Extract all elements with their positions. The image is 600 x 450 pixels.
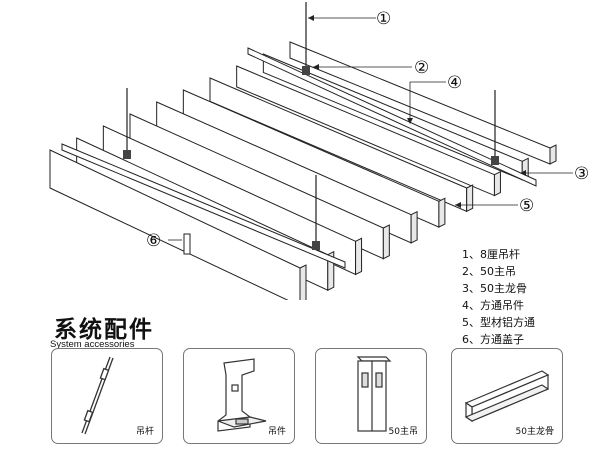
main-keel-lower — [61, 143, 346, 269]
main-hanger — [302, 66, 310, 75]
square-tube-end — [410, 210, 418, 244]
main-hanger — [312, 241, 320, 250]
main-keel-illustration — [464, 370, 550, 423]
accessory-label: 50主龙骨 — [515, 427, 554, 437]
main-keel — [61, 47, 537, 269]
accessories-title: 系统配件 — [54, 317, 154, 343]
callout-5: ⑤ — [519, 196, 534, 216]
square-tube-end — [382, 224, 390, 260]
callout-3: ③ — [574, 164, 589, 184]
callout-6: ⑥ — [146, 231, 161, 251]
legend-item-1: 1、8厘吊杆 — [462, 248, 520, 261]
accessory-label: 吊杆 — [135, 427, 154, 437]
hangers — [123, 66, 499, 250]
square-tube-end — [299, 264, 307, 300]
accessory-card-main-hanger: 50主吊 — [315, 348, 427, 444]
square-tube — [49, 149, 301, 300]
main-hanger — [491, 156, 499, 165]
tube-cap — [183, 233, 191, 255]
square-tube-end — [438, 197, 446, 228]
legend-item-2: 2、50主吊 — [462, 265, 516, 278]
hanger-clip-illustration — [217, 358, 267, 432]
accessories-subtitle: System accessories — [50, 339, 135, 350]
accessory-card-hanger: 吊件 — [183, 348, 295, 444]
accessory-label: 50主吊 — [388, 427, 418, 437]
accessory-card-main-keel: 50主龙骨 — [451, 348, 563, 444]
callout-2: ② — [414, 58, 429, 78]
callouts: ① ② ④ ③ ⑤ ⑥ — [146, 9, 589, 251]
main-hanger — [123, 150, 131, 159]
hanger-rod-illustration — [81, 356, 114, 435]
square-tube-end — [493, 170, 501, 197]
square-tube-end — [466, 184, 474, 213]
legend-item-5: 5、型材铝方通 — [462, 316, 535, 329]
square-tube-end — [549, 144, 557, 165]
main-keel-upper — [247, 47, 537, 187]
leader-lines — [168, 17, 573, 241]
main-hanger-illustration — [356, 356, 392, 432]
square-tube-end — [355, 237, 363, 276]
leader-arrows — [308, 15, 526, 208]
callout-1: ① — [376, 9, 391, 29]
legend-item-3: 3、50主龙骨 — [462, 282, 527, 295]
callout-4: ④ — [447, 73, 462, 93]
accessory-label: 吊件 — [267, 427, 286, 437]
legend-item-6: 6、方通盖子 — [462, 333, 524, 346]
ceiling-assembly-drawing: ① ② ④ ③ ⑤ ⑥ — [49, 2, 589, 300]
legend-item-4: 4、方通吊件 — [462, 299, 524, 312]
accessory-card-hanger-rod: 吊杆 — [51, 348, 163, 444]
hanger-rods — [126, 2, 496, 245]
